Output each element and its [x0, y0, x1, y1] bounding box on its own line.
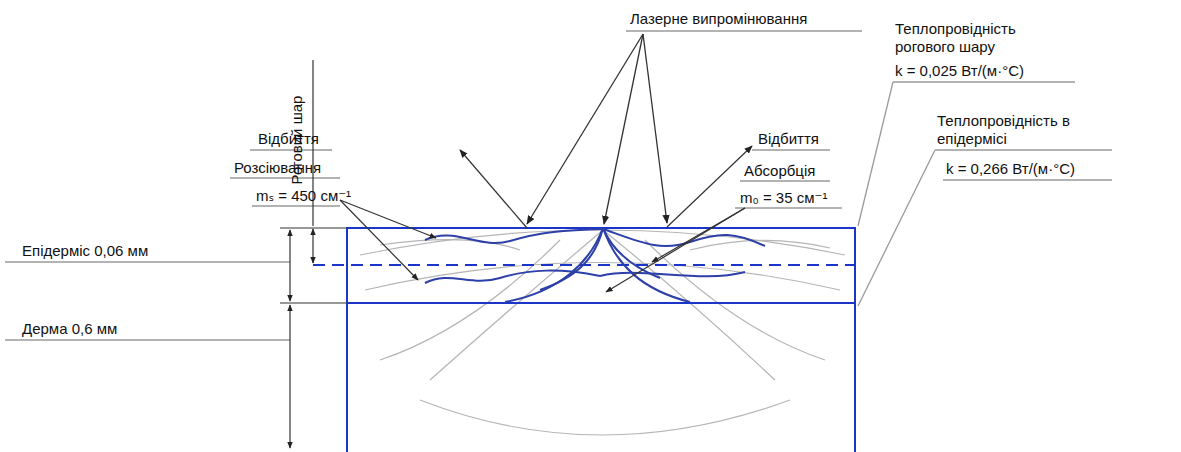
process-label: Відбиття	[258, 130, 319, 148]
drawing-part	[430, 230, 603, 380]
drawing-part	[289, 230, 290, 301]
process-label: Відбиття	[758, 130, 819, 148]
drawing-part	[606, 208, 745, 292]
drawing-part	[289, 305, 290, 448]
drawing-part	[540, 228, 603, 290]
drawing-part	[858, 150, 935, 306]
drawing-part	[460, 150, 527, 228]
dimension-lines	[280, 60, 347, 448]
drawing-part	[420, 400, 790, 435]
drawing-part	[360, 230, 845, 255]
laser-label: Лазерне випромінювання	[630, 10, 807, 28]
coefficient-label: mₛ = 450 см⁻¹	[256, 187, 351, 205]
leader-lines	[5, 31, 1112, 340]
property-label: Теплопровідність в епідермісі	[937, 112, 1117, 148]
drawing-part	[735, 207, 842, 208]
dimension-label: Епідерміс 0,06 мм	[22, 242, 148, 260]
skin-layers	[313, 228, 855, 452]
drawing-part	[505, 228, 603, 302]
drawing-part	[340, 200, 418, 280]
drawing-part	[752, 149, 830, 150]
laser-rays	[527, 34, 667, 224]
light-paths	[425, 228, 765, 302]
drawing-part	[667, 146, 752, 227]
drawing-part	[280, 227, 347, 228]
drawing-part	[643, 34, 667, 223]
drawing-part	[5, 261, 290, 262]
coefficient-label: k = 0,266 Вт/(м·°C)	[946, 160, 1075, 178]
drawing-part	[340, 200, 436, 238]
process-label: Розсіювання	[234, 159, 321, 177]
scatter-arcs	[360, 230, 845, 435]
drawing-part	[280, 302, 347, 303]
drawing-part	[230, 177, 340, 178]
drawing-part	[603, 230, 775, 380]
drawing-part	[425, 229, 603, 243]
drawing-part	[943, 179, 1112, 180]
property-label: Теплопровідність рогового шару	[895, 20, 1075, 56]
process-arrows	[340, 146, 752, 292]
drawing-part	[854, 303, 856, 452]
drawing-part	[935, 149, 1112, 150]
drawing-part	[604, 34, 643, 224]
drawing-part	[312, 229, 313, 263]
drawing-part	[346, 303, 348, 452]
drawing-part	[893, 81, 1075, 82]
process-label: Абсорбція	[744, 162, 815, 180]
drawing-part	[603, 228, 660, 278]
drawing-part	[252, 205, 340, 206]
drawing-part	[740, 180, 830, 181]
drawing-part	[380, 240, 560, 360]
drawing-part	[527, 34, 643, 224]
drawing-part	[380, 240, 520, 250]
drawing-part	[603, 228, 690, 302]
drawing-part	[690, 240, 830, 250]
drawing-part	[645, 240, 825, 360]
dimension-label: Дерма 0,6 мм	[22, 320, 117, 338]
coefficient-label: k = 0,025 Вт/(м·°C)	[895, 62, 1024, 80]
drawing-part	[5, 339, 290, 340]
drawing-part	[365, 263, 840, 291]
drawing-part	[626, 30, 862, 31]
drawing-part	[858, 82, 893, 226]
drawing-part	[600, 272, 745, 276]
coefficient-label: m₀ = 35 см⁻¹	[740, 189, 827, 207]
